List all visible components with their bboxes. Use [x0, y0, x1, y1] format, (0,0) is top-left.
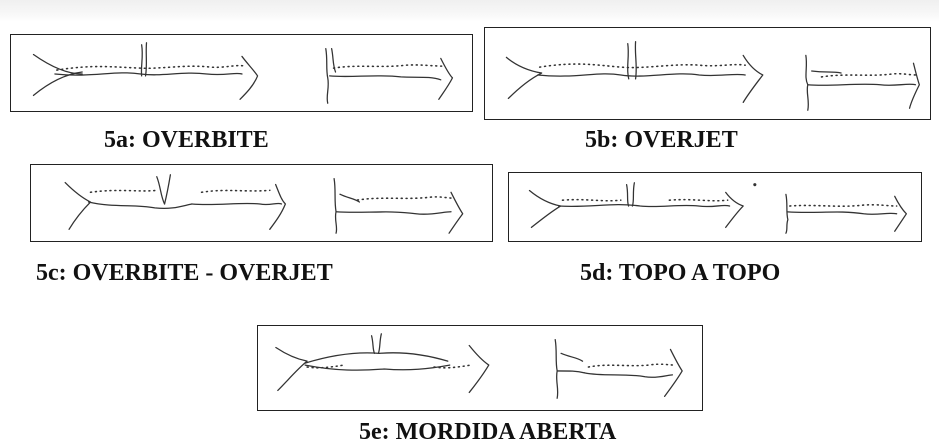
bite-drawing-5a: [11, 35, 472, 111]
panel-5c-overbite-overjet: [30, 164, 493, 242]
panel-5b-overjet: [484, 27, 931, 120]
panel-5d-topo-a-topo: [508, 172, 922, 242]
bite-drawing-5d: [509, 173, 921, 241]
caption-5e: 5e: MORDIDA ABERTA: [359, 420, 616, 444]
caption-5a: 5a: OVERBITE: [104, 128, 269, 152]
caption-5d: 5d: TOPO A TOPO: [580, 261, 780, 285]
panel-5a-overbite: [10, 34, 473, 112]
caption-5c: 5c: OVERBITE - OVERJET: [36, 261, 333, 285]
caption-5b: 5b: OVERJET: [585, 128, 738, 152]
speck-mark: [753, 183, 756, 186]
panel-5e-mordida-aberta: [257, 325, 703, 411]
scan-background: [0, 0, 939, 22]
bite-drawing-5e: [258, 326, 702, 410]
bite-drawing-5b: [485, 28, 930, 119]
bite-drawing-5c: [31, 165, 492, 241]
